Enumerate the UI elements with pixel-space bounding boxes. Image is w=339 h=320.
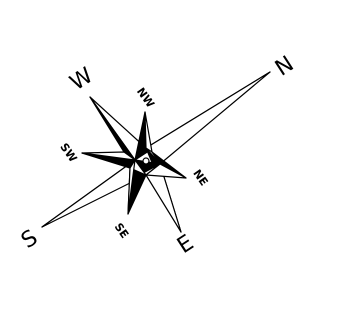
west-label: W xyxy=(66,63,98,96)
compass-center xyxy=(143,158,149,164)
south-label: S xyxy=(17,225,42,254)
east-label: E xyxy=(173,230,198,259)
northeast-label: NE xyxy=(190,167,210,188)
south-point xyxy=(42,160,160,227)
southwest-label: SW xyxy=(57,141,79,165)
southeast-label: SE xyxy=(112,221,132,241)
north-label: N xyxy=(271,52,298,82)
northwest-label: NW xyxy=(134,85,157,110)
north-point xyxy=(135,72,270,164)
southwest-point xyxy=(82,152,135,168)
